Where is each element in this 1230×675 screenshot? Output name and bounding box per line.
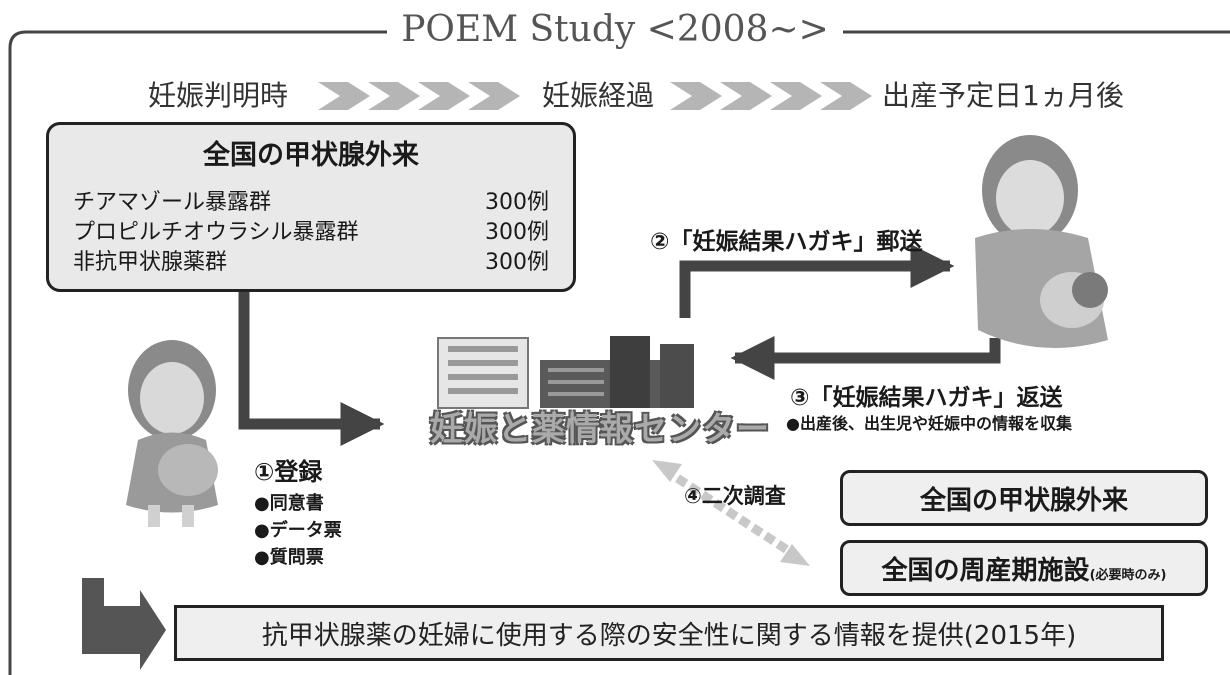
group-name: プロピルチオウラシル暴露群 bbox=[73, 220, 359, 245]
step-4-label: ④二次調査 bbox=[684, 484, 786, 508]
group-count: 300例 bbox=[485, 190, 549, 215]
step-1-label: ①登録 bbox=[254, 458, 323, 486]
timeline-chevrons-2 bbox=[670, 82, 872, 110]
step-2-label: ②「妊娠結果ハガキ」郵送 bbox=[650, 229, 923, 255]
step-3-label: ③「妊娠結果ハガキ」返送 bbox=[790, 385, 1063, 411]
timeline-stage-pregnancy-course: 妊娠経過 bbox=[542, 79, 655, 112]
followup-perinatal-facilities-label: 全国の周産期施設 bbox=[881, 555, 1090, 586]
step-1-item: ●同意書 bbox=[254, 493, 324, 514]
step-1-item: ●質問票 bbox=[254, 547, 324, 568]
secondary-survey-arrowhead-2 bbox=[780, 544, 810, 566]
pregnant-woman-illustration bbox=[126, 340, 218, 527]
result-arrow bbox=[82, 578, 166, 670]
result-text: 抗甲状腺薬の妊婦に使用する際の安全性に関する情報を提供(2015年) bbox=[261, 620, 1077, 651]
step-3-note: ●出産後、出生児や妊娠中の情報を収集 bbox=[786, 414, 1072, 433]
timeline-stage-pregnancy-confirmed: 妊娠判明時 bbox=[148, 79, 289, 112]
clinics-panel: 全国の甲状腺外来 チアマゾール暴露群 300例 プロピルチオウラシル暴露群 30… bbox=[46, 122, 576, 292]
group-count: 300例 bbox=[485, 250, 549, 275]
group-name: 非抗甲状腺薬群 bbox=[73, 250, 228, 275]
timeline-chevrons-1 bbox=[318, 82, 520, 110]
mother-baby-illustration bbox=[975, 135, 1108, 348]
diagram-title: POEM Study <2008~> bbox=[0, 8, 1230, 52]
secondary-survey-arrow bbox=[662, 466, 798, 559]
result-box: 抗甲状腺薬の妊婦に使用する際の安全性に関する情報を提供(2015年) bbox=[174, 605, 1164, 661]
followup-perinatal-note: (必要時のみ) bbox=[1089, 567, 1167, 583]
group-name: チアマゾール暴露群 bbox=[73, 190, 272, 215]
timeline-stage-one-month-after-due: 出産予定日1ヵ月後 bbox=[882, 79, 1124, 112]
followup-thyroid-clinics-box: 全国の甲状腺外来 bbox=[840, 470, 1208, 526]
registration-arrow bbox=[238, 292, 385, 446]
postcard-return-arrow bbox=[730, 336, 1001, 380]
clinics-panel-title: 全国の甲状腺外来 bbox=[203, 140, 419, 171]
followup-thyroid-clinics-label: 全国の甲状腺外来 bbox=[919, 485, 1128, 516]
secondary-survey-arrowhead-1 bbox=[652, 460, 682, 482]
step-1-item: ●データ票 bbox=[254, 520, 342, 541]
hospital-building-illustration bbox=[437, 336, 694, 409]
postcard-send-arrow bbox=[679, 244, 955, 318]
info-center-label: 妊娠と薬情報センター bbox=[430, 409, 770, 448]
group-count: 300例 bbox=[485, 220, 549, 245]
outer-frame bbox=[8, 30, 1230, 675]
followup-perinatal-facilities-box: 全国の周産期施設(必要時のみ) bbox=[840, 540, 1208, 596]
